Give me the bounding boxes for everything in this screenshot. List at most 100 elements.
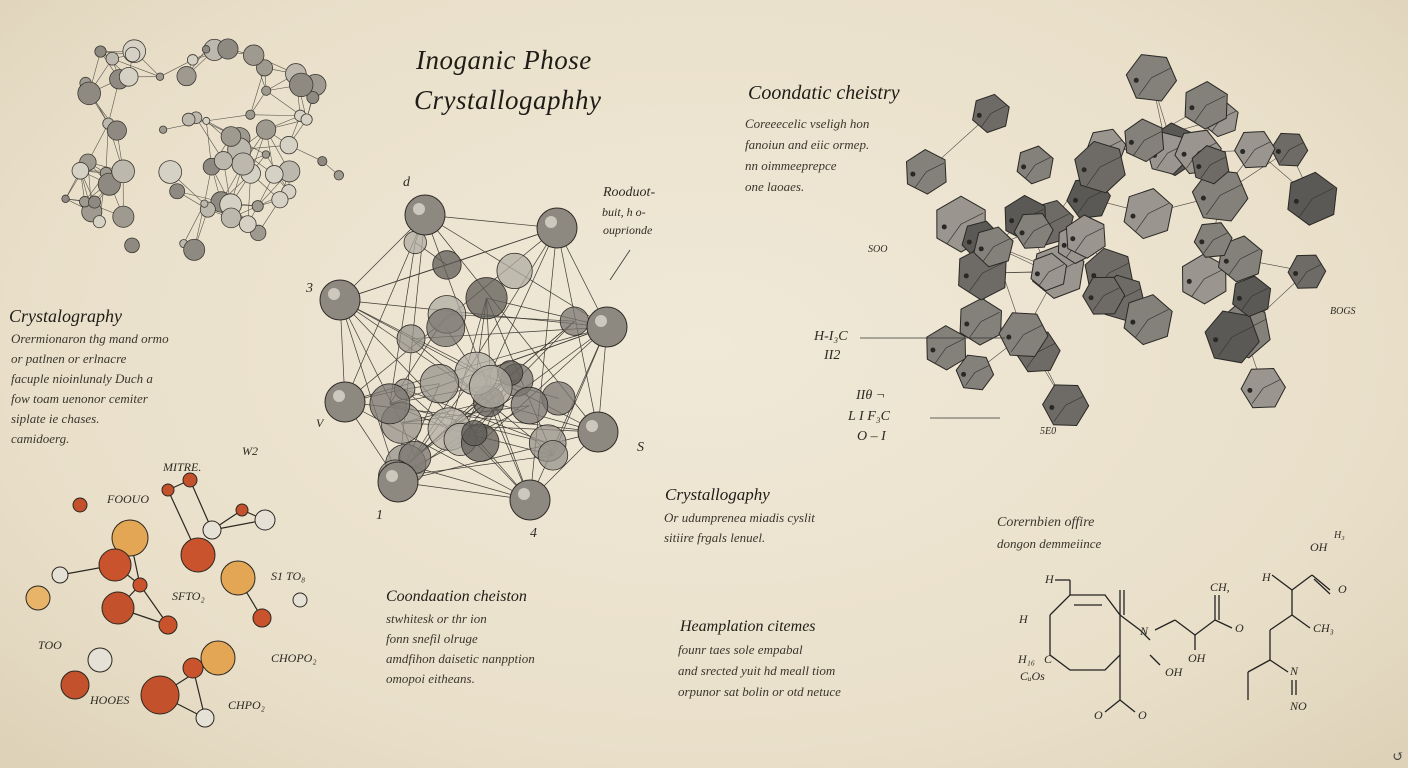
bottom-left-body: stwhitesk or thr ion fonn snefil olruge … (386, 609, 535, 689)
left-body-line: or patlnen or erlnacre (11, 351, 127, 366)
lattice-atom (118, 67, 139, 87)
colored-atom (161, 483, 175, 497)
colored-atom (200, 640, 236, 676)
crystal-vertex-atom (324, 381, 366, 423)
colored-atom (235, 503, 249, 517)
lattice-atom (279, 136, 298, 155)
lattice-atom (183, 238, 206, 261)
center-annotation: Rooduot- buit, h o- ouprionde (602, 183, 655, 239)
top-right-heading: Coondatic cheistry (748, 82, 900, 104)
center-label-left-small: V (316, 416, 324, 430)
formula-n: N (1140, 624, 1149, 638)
lattice-atom (255, 119, 277, 140)
formula-oh2: OH (1188, 651, 1206, 665)
lattice-atom (306, 91, 320, 104)
colored-atom (140, 675, 180, 715)
lb-label-top-a: MITRE. (163, 460, 202, 474)
colored-atom (158, 615, 178, 635)
colored-atom (202, 520, 222, 540)
lattice-atom (124, 46, 141, 63)
lattice-atom (159, 125, 168, 134)
crystal-vertex-atom (377, 461, 419, 503)
lattice-atom (289, 72, 314, 98)
crystal-atom (465, 277, 508, 320)
lattice-atom (158, 160, 183, 184)
center-annotation-line: buit, h o- (602, 205, 646, 219)
crystal-vertex-atom (536, 207, 578, 249)
center-label-right: S (637, 440, 644, 455)
lattice-atom (92, 215, 106, 229)
lattice-atom (243, 44, 265, 66)
bottom-left-body-line: fonn snefil olruge (386, 631, 478, 646)
lattice-atom (317, 156, 328, 167)
crystal-atom (510, 386, 549, 425)
lattice-atom (264, 165, 284, 184)
formula-oh-top: OH (1310, 540, 1328, 554)
colored-atom (72, 497, 88, 513)
lattice-atom (231, 152, 255, 176)
cluster-label-a: H-I₃C (814, 329, 848, 344)
crystal-atom (461, 420, 488, 447)
lattice-atom (213, 151, 233, 171)
mid-body: Or udumprenea miadis cyslit sitiire frga… (664, 508, 815, 548)
crystal-vertex-atom (404, 194, 446, 236)
formula-h1: H (1045, 572, 1054, 586)
center-label-bottom-right: 4 (530, 526, 537, 541)
lattice-atom (94, 45, 107, 58)
lattice-atom (300, 113, 313, 126)
lattice-atom (186, 54, 199, 66)
colored-atom (25, 585, 51, 611)
center-label-left: 3 (306, 281, 313, 296)
colored-atom (254, 509, 276, 531)
top-left-lattice-illustration (61, 38, 344, 261)
formula-h2: H (1019, 612, 1028, 626)
bottom-right-heading: Corernbien offire dongon demmeiince (997, 512, 1101, 554)
lattice-atom (124, 237, 140, 254)
lattice-atom (251, 200, 264, 213)
lattice-atom (261, 85, 272, 96)
corner-mark-icon: ↺ (1392, 750, 1404, 765)
center-label-top: d (403, 175, 410, 190)
page-title-line2: Crystallogaphhy (414, 85, 602, 115)
page-title-line1: Inoganic Phose (416, 45, 592, 75)
lattice-atom (202, 116, 211, 125)
structural-formula-drawing (1049, 574, 1331, 713)
formula-h4: H (1262, 570, 1271, 584)
formula-h3: H₁₆ (1018, 652, 1036, 666)
left-body-line: facuple nioinlunaly Duch a (11, 371, 153, 386)
colored-ball-stick-molecule (25, 472, 308, 728)
colored-atom (101, 591, 135, 625)
crystal-atom (369, 383, 411, 425)
cluster-label-d: L I F₃C (848, 409, 890, 424)
colored-atom (195, 708, 215, 728)
lattice-atom (176, 66, 197, 87)
top-right-body-line: Coreeecelic vseligh hon (745, 116, 870, 131)
bottom-left-body-line: omopoi eitheans. (386, 671, 475, 686)
crystal-atom (419, 364, 460, 404)
top-right-body-line: fanoiun and eiic ormep. (745, 137, 870, 152)
crystal-vertex-atom (319, 279, 361, 321)
formula-o2: O (1138, 708, 1147, 722)
center-label-bottom: 1 (376, 508, 383, 523)
formula-cos: CᵤOs (1020, 669, 1045, 683)
bottom-left-body-line: stwhitesk or thr ion (386, 611, 487, 626)
crystal-vertex-atom (577, 411, 619, 453)
lattice-atom (200, 199, 209, 208)
left-body-line: fow toam uenonor cemiter (11, 391, 148, 406)
lattice-atom (245, 109, 256, 120)
lattice-atom (105, 51, 120, 66)
lb-label-bottom-mid: CHPO₂ (228, 698, 265, 712)
lb-label-top-b: W2 (242, 444, 258, 458)
colored-atom (87, 647, 113, 673)
lattice-atom (220, 207, 242, 229)
bottom-mid-body-line: orpunor sat bolin or otd netuce (678, 684, 841, 699)
bottom-mid-body: founr taes sole empabal and srected yuit… (678, 639, 841, 702)
left-body: Orermionaron thg mand ormo or patlnen or… (11, 329, 169, 449)
colored-atom (292, 592, 308, 608)
formula-o1: O (1094, 708, 1103, 722)
formula-ch3: CH₃ (1313, 621, 1334, 635)
cluster-label-b: II2 (824, 348, 841, 363)
center-annotation-line: ouprionde (603, 223, 653, 237)
lattice-atom (61, 194, 70, 203)
bottom-right-heading-line: dongon demmeiince (997, 536, 1102, 551)
